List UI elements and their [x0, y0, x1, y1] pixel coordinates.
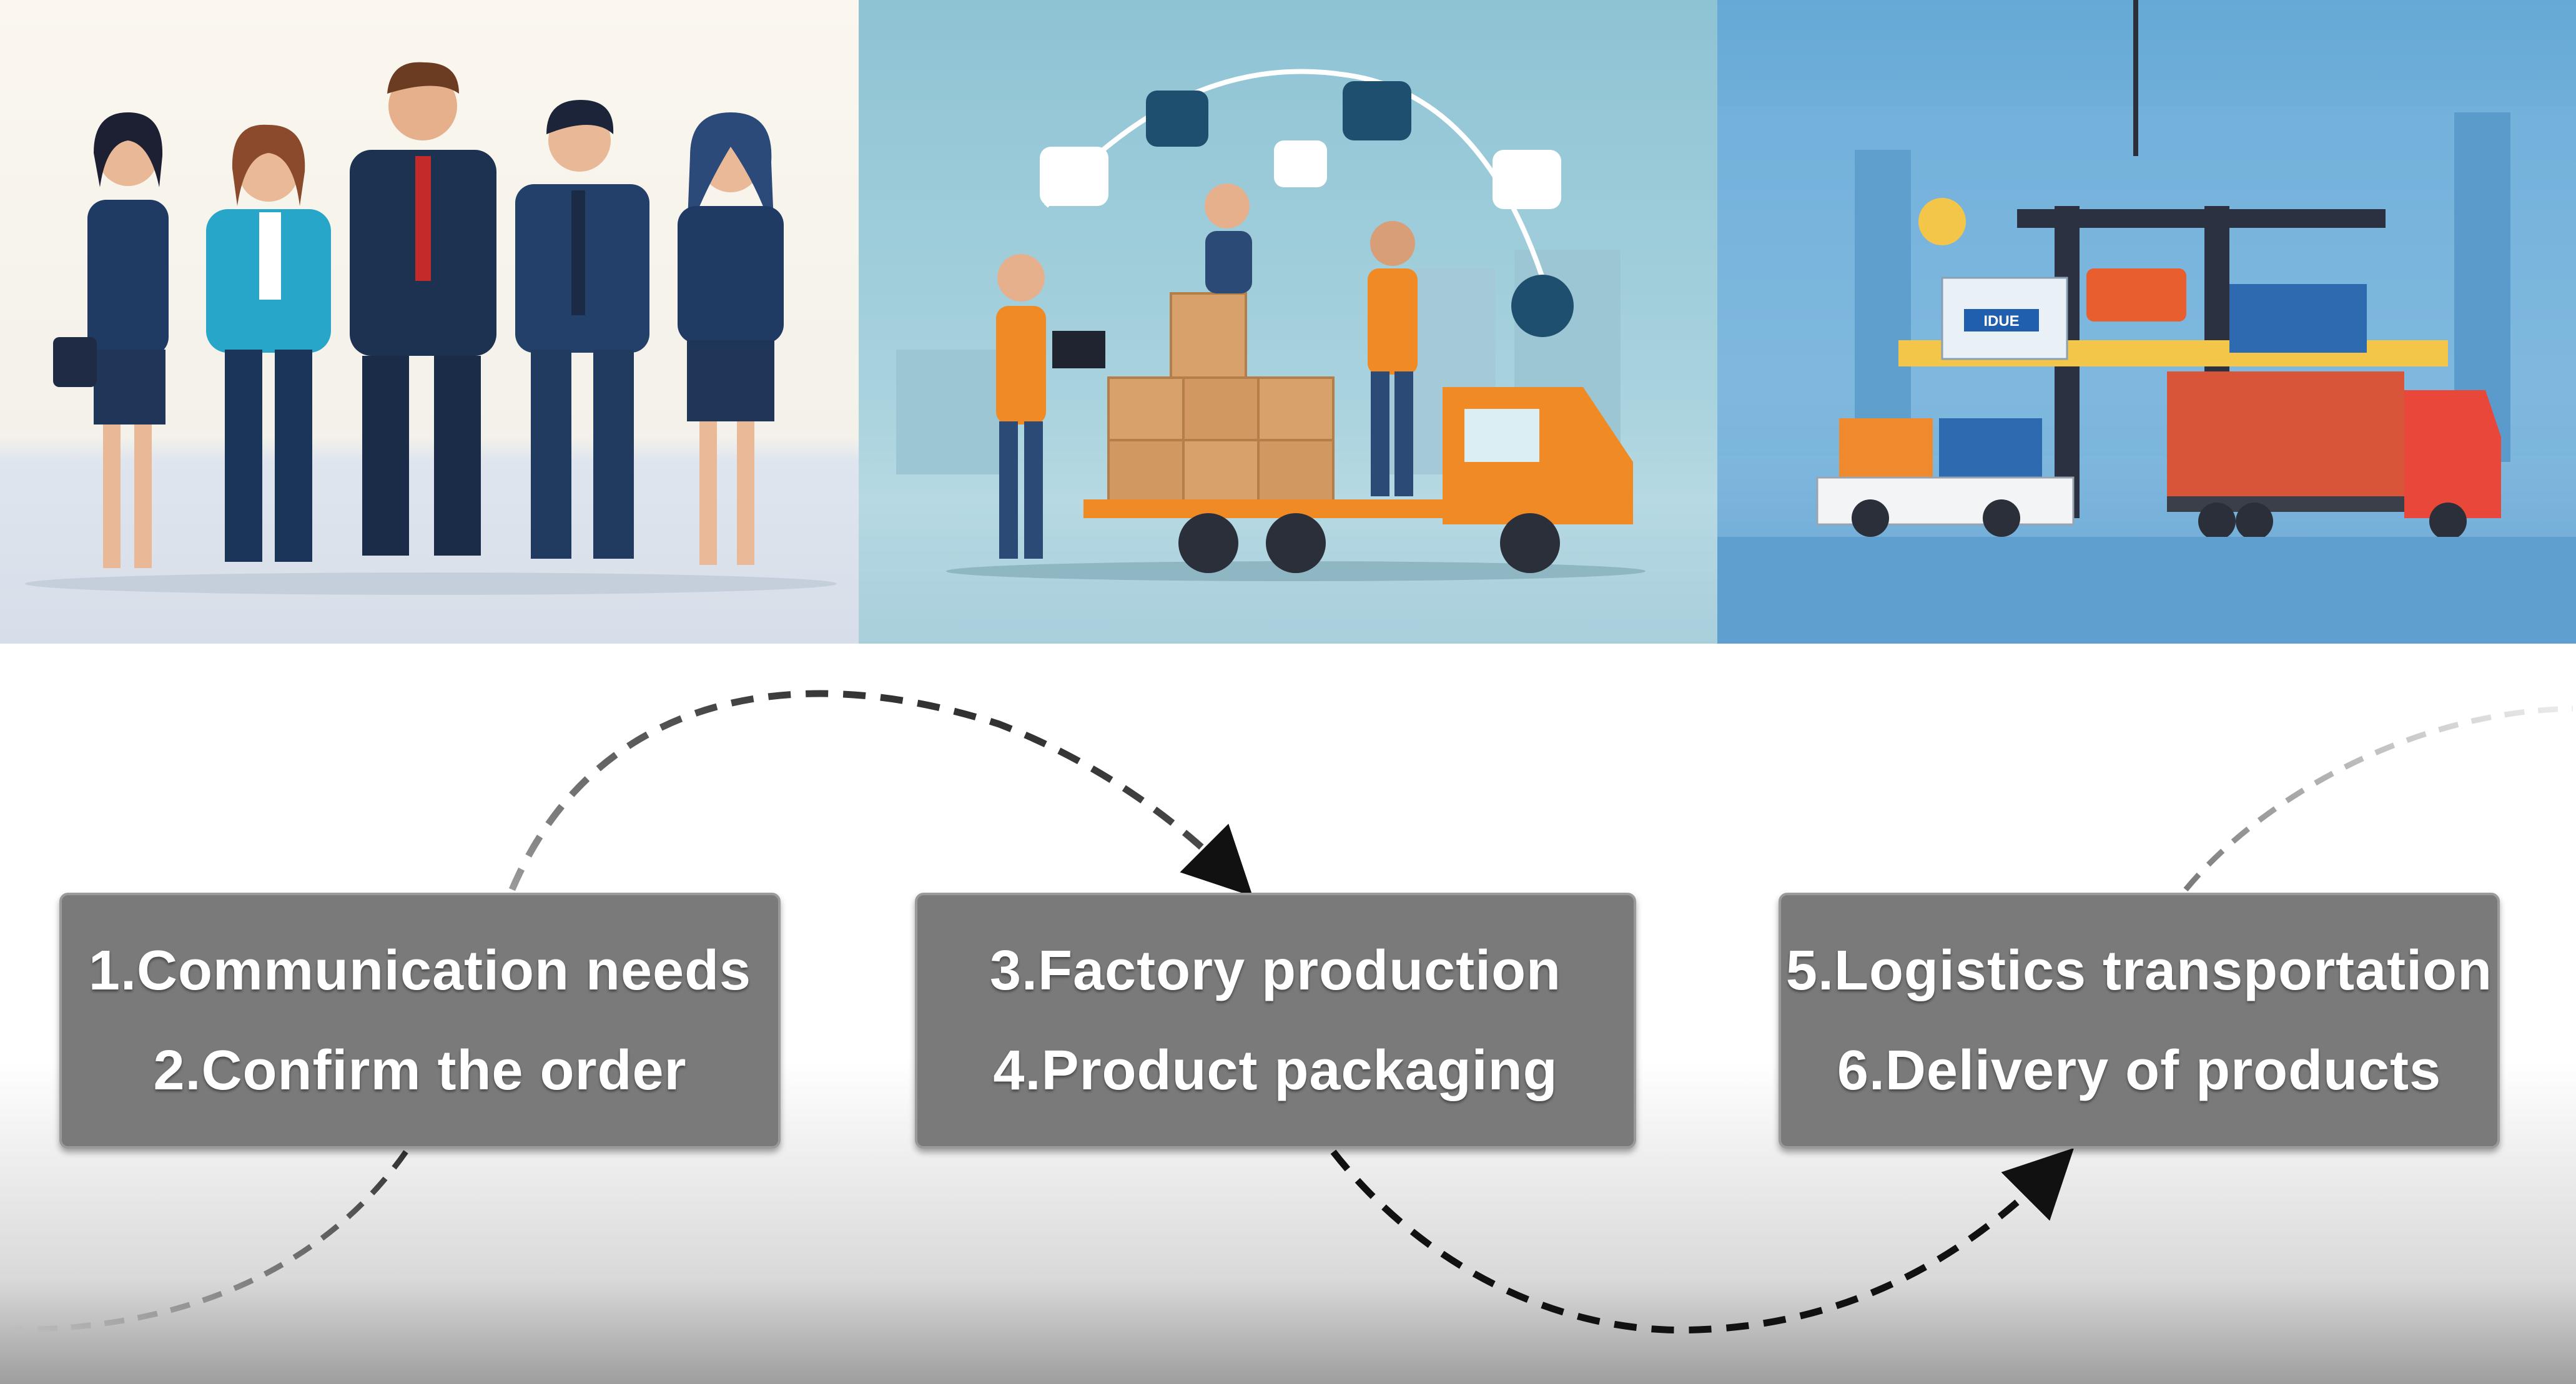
- step-box-3: 5.Logistics transportation 6.Delivery of…: [1779, 893, 2500, 1149]
- container-truck: [2167, 371, 2501, 540]
- connector-arrow-1-to-2: [508, 690, 1253, 897]
- hook-container: [2086, 268, 2186, 321]
- worker-figure: [996, 254, 1105, 559]
- worker-figure: [1368, 221, 1418, 496]
- shipping-container: [2229, 284, 2367, 353]
- step-box-1: 1.Communication needs 2.Confirm the orde…: [59, 893, 781, 1149]
- shipping-container: IDUE: [1941, 277, 2068, 360]
- business-team-illustration: [0, 0, 859, 644]
- list-icon: [1343, 81, 1411, 140]
- step-delivery-of-products: 6.Delivery of products: [1837, 1039, 2442, 1102]
- factory-packaging-illustration: [859, 0, 1717, 644]
- businesswoman-figure: [53, 112, 169, 568]
- businessman-figure: [350, 62, 496, 556]
- port-logistics-illustration: IDUE: [1717, 0, 2576, 644]
- sun-icon: [1918, 198, 1966, 245]
- step-confirm-order: 2.Confirm the order: [153, 1039, 687, 1102]
- shipping-container: [1939, 418, 2042, 478]
- businessman-figure: [515, 100, 649, 559]
- delivery-truck: [1083, 387, 1633, 573]
- step-communication-needs: 1.Communication needs: [88, 940, 752, 1002]
- search-icon: [1274, 140, 1327, 187]
- connector-tail-right: [2183, 705, 2574, 891]
- cart-icon: [1040, 147, 1108, 206]
- shipping-container: [1839, 418, 1933, 478]
- step-factory-production: 3.Factory production: [989, 940, 1562, 1002]
- businesswoman-figure: [678, 112, 784, 565]
- worker-figure: [1205, 184, 1252, 293]
- sync-icon: [1511, 275, 1574, 337]
- container-label: IDUE: [1983, 313, 2019, 330]
- chat-icon: [1146, 91, 1208, 147]
- trailer: [1816, 476, 2075, 537]
- businesswoman-figure: [206, 124, 331, 562]
- connector-tail-left: [12, 1150, 408, 1333]
- settings-icon: [1493, 150, 1561, 209]
- connector-arrow-2-to-3: [1330, 1147, 2075, 1334]
- cardboard-boxes: [1107, 292, 1335, 504]
- step-product-packaging: 4.Product packaging: [993, 1039, 1558, 1102]
- step-logistics-transportation: 5.Logistics transportation: [1785, 940, 2493, 1002]
- step-box-2: 3.Factory production 4.Product packaging: [915, 893, 1636, 1149]
